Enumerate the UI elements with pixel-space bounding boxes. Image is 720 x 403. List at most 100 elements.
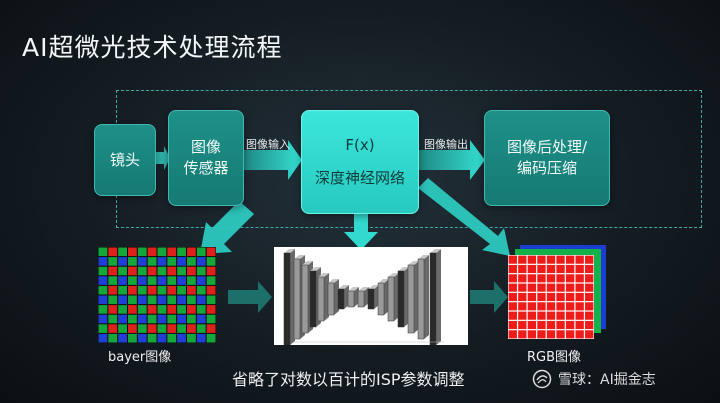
bayer-pixel: [137, 314, 147, 324]
watermark: 雪球：AI掘金志: [532, 369, 656, 389]
bayer-pixel: [157, 257, 167, 266]
bayer-pixel: [118, 285, 127, 295]
network-layer: [357, 287, 369, 308]
rgb-pixel: [508, 264, 517, 274]
bayer-pixel: [167, 285, 177, 295]
bayer-pixel: [128, 247, 137, 257]
slide-title: AI超微光技术处理流程: [22, 33, 283, 62]
bayer-pixel: [137, 333, 147, 343]
rgb-pixel: [546, 274, 556, 283]
arrow-nn-to-post: [419, 140, 485, 180]
rgb-pixel: [565, 264, 575, 274]
bayer-pixel: [206, 295, 216, 305]
rgb-pixel: [556, 255, 565, 264]
nn-label: 深度神经网络: [314, 169, 405, 187]
watermark-text: 雪球：AI掘金志: [558, 372, 656, 388]
rgb-pixel: [508, 302, 517, 311]
bayer-pixel: [177, 276, 186, 285]
bayer-pixel: [196, 285, 206, 295]
deep-neural-network-box: F(x) 深度神经网络: [301, 110, 419, 214]
bayer-pixel: [157, 266, 167, 276]
bayer-pixel: [157, 295, 167, 305]
rgb-pixel: [565, 311, 575, 320]
image-sensor-box: 图像 传感器: [168, 110, 244, 206]
bayer-pixel: [196, 247, 206, 257]
rgb-pixel: [518, 311, 527, 320]
rgb-image: [508, 245, 606, 339]
bayer-pixel: [137, 276, 147, 285]
bayer-pixel: [157, 333, 167, 343]
rgb-pixel: [585, 255, 594, 264]
bayer-pixel: [187, 247, 196, 257]
rgb-pixel: [585, 264, 594, 274]
bayer-pixel: [177, 266, 186, 276]
rgb-pixel: [527, 255, 537, 264]
bayer-pixel: [147, 266, 157, 276]
post-processing-label: 图像后处理/ 编码压缩: [506, 138, 588, 177]
bayer-pixel: [167, 305, 177, 314]
rgb-pixel: [527, 292, 537, 302]
network-architecture-image: [274, 247, 468, 345]
bayer-pixel: [108, 295, 118, 305]
rgb-pixel: [537, 330, 546, 339]
bayer-pixel: [128, 324, 137, 333]
bayer-pixel: [98, 247, 108, 257]
bayer-pixel: [177, 314, 186, 324]
bayer-pixel: [128, 305, 137, 314]
bayer-pixel: [128, 257, 137, 266]
rgb-pixel: [527, 283, 537, 292]
bayer-mosaic-image: [98, 247, 216, 343]
bayer-pixel: [187, 257, 196, 266]
lens-label: 镜头: [109, 150, 140, 169]
rgb-pixel: [546, 292, 556, 302]
rgb-pixel: [508, 311, 517, 320]
rgb-pixel: [527, 330, 537, 339]
rgb-pixel: [565, 320, 575, 330]
bayer-pixel: [187, 276, 196, 285]
bayer-pixel: [177, 257, 186, 266]
bayer-pixel: [157, 314, 167, 324]
bayer-pixel: [108, 247, 118, 257]
network-layer: [417, 255, 429, 340]
network-layer: [283, 249, 295, 345]
bayer-pixel: [167, 247, 177, 257]
bayer-pixel: [196, 295, 206, 305]
footnote: 省略了对数以百计的ISP参数调整: [232, 370, 465, 389]
bayer-pixel: [187, 333, 196, 343]
network-layer: [429, 249, 441, 345]
bayer-pixel: [137, 324, 147, 333]
bayer-pixel: [187, 295, 196, 305]
bayer-pixel: [118, 333, 127, 343]
rgb-pixel: [518, 292, 527, 302]
bayer-pixel: [206, 285, 216, 295]
rgb-pixel: [546, 320, 556, 330]
rgb-pixel: [518, 283, 527, 292]
bayer-pixel: [137, 247, 147, 257]
bayer-pixel: [98, 305, 108, 314]
bayer-pixel: [177, 285, 186, 295]
rgb-pixel: [537, 283, 546, 292]
bayer-pixel: [118, 266, 127, 276]
rgb-pixel: [518, 274, 527, 283]
rgb-pixel: [575, 311, 584, 320]
rgb-pixel: [585, 311, 594, 320]
bayer-pixel: [108, 333, 118, 343]
rgb-pixel: [565, 283, 575, 292]
rgb-pixel: [527, 302, 537, 311]
bayer-pixel: [118, 295, 127, 305]
bayer-pixel: [98, 276, 108, 285]
rgb-pixel: [527, 311, 537, 320]
bayer-pixel: [147, 314, 157, 324]
bayer-pixel: [157, 247, 167, 257]
bayer-pixel: [147, 324, 157, 333]
bayer-pixel: [137, 285, 147, 295]
image-sensor-label: 图像 传感器: [183, 138, 229, 177]
bayer-pixel: [157, 305, 167, 314]
bayer-pixel: [98, 314, 108, 324]
bayer-pixel: [196, 266, 206, 276]
rgb-pixel: [508, 330, 517, 339]
bayer-pixel: [196, 314, 206, 324]
bayer-caption: bayer图像: [108, 350, 172, 365]
rgb-pixel: [556, 264, 565, 274]
